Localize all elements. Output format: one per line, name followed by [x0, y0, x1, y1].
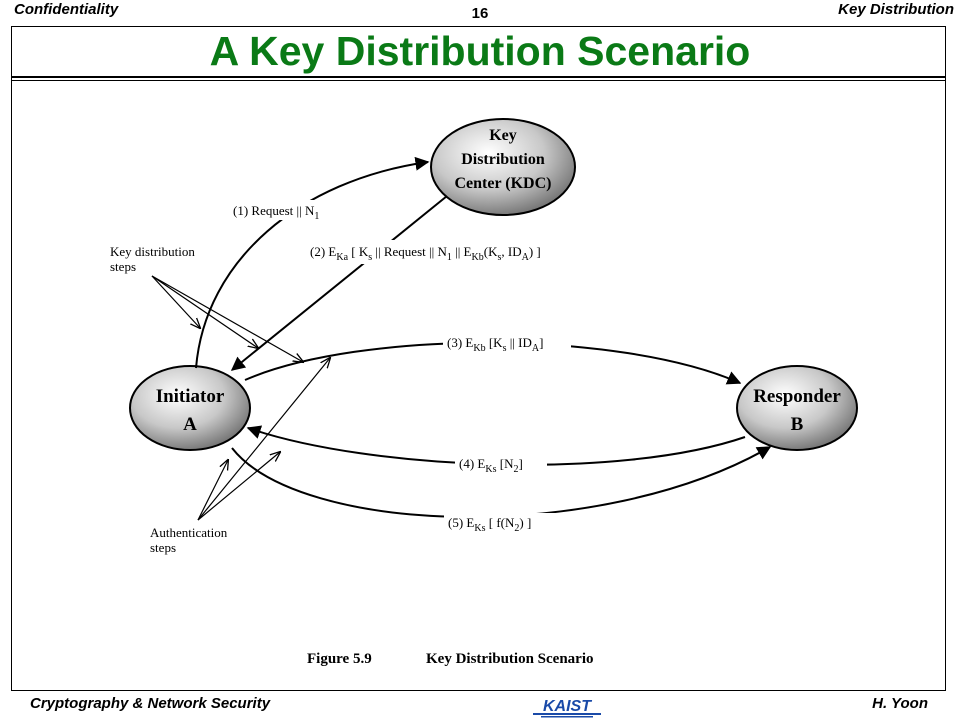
key-distribution-annotation-line1: Key distribution [110, 244, 195, 259]
msg2-label: (2) EKa [ Ks || Request || N1 || EKb(Ks,… [310, 244, 541, 263]
kdc-label-line3: Center (KDC) [454, 175, 551, 192]
initiator-letter: A [183, 414, 197, 435]
arrow-msg1 [195, 156, 430, 369]
slide-number: 16 [471, 5, 489, 22]
footer-author: H. Yoon [872, 695, 928, 712]
msg5-label: (5) EKs [ f(N2) ] [448, 515, 531, 534]
figure-caption-number: Figure 5.9 [307, 651, 372, 667]
title-divider-thin [11, 80, 946, 81]
slide-frame [11, 26, 946, 691]
msg3-label: (3) EKb [Ks || IDA] [447, 335, 543, 354]
svg-text:KAIST: KAIST [543, 698, 592, 715]
header-section-label: Confidentiality [14, 1, 119, 18]
msg1-label: (1) Request || N1 [233, 203, 319, 222]
header-topic-label: Key Distribution [838, 1, 954, 18]
title-divider [11, 76, 946, 78]
arrow-msg2 [230, 195, 448, 371]
msg4-label: (4) EKs [N2] [459, 456, 523, 475]
key-distribution-pointers [151, 275, 303, 362]
authentication-annotation-line1: Authentication [150, 525, 228, 540]
responder-name: Responder [753, 386, 841, 407]
figure-caption-text: Key Distribution Scenario [426, 651, 594, 667]
responder-letter: B [791, 414, 804, 435]
footer-course-title: Cryptography & Network Security [30, 695, 271, 712]
kdc-label-line1: Key [489, 127, 517, 144]
key-distribution-annotation-line2: steps [110, 259, 136, 274]
responder-node: Responder B [736, 365, 858, 451]
initiator-name: Initiator [156, 386, 225, 407]
authentication-pointers [197, 358, 330, 521]
slide-title: A Key Distribution Scenario [209, 28, 751, 74]
initiator-node: Initiator A [129, 365, 251, 451]
kdc-label-line2: Distribution [461, 151, 545, 168]
kdc-node: Key Distribution Center (KDC) [430, 118, 576, 216]
authentication-annotation-line2: steps [150, 540, 176, 555]
kaist-logo: KAIST [533, 698, 601, 718]
key-distribution-diagram: Key Distribution Center (KDC) Initiator … [110, 118, 858, 667]
